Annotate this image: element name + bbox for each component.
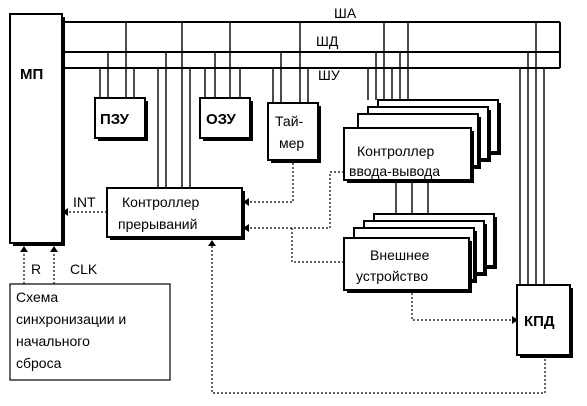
- ram-block: ОЗУ: [199, 22, 253, 141]
- int-signal: INT: [62, 194, 107, 216]
- sync-label-line2: синхронизации и: [16, 311, 126, 327]
- sync-label-line4: сброса: [16, 355, 62, 371]
- dma-block: КПД: [516, 22, 573, 358]
- timer-block: Тай- мер: [267, 22, 321, 163]
- control-bus-label: ШУ: [318, 67, 340, 83]
- sync-label-line3: начального: [16, 333, 90, 349]
- io-controller-label-line1: Контроллер: [357, 143, 434, 159]
- reset-signal: R: [20, 246, 41, 284]
- int-label: INT: [73, 194, 96, 210]
- io-controller-stack: Контроллер ввода-вывода: [343, 22, 501, 183]
- external-device-label-line2: устройство: [356, 268, 428, 284]
- io-controller-label-line2: ввода-вывода: [349, 163, 440, 179]
- external-device-label-line1: Внешнее: [370, 247, 430, 263]
- address-bus: ША: [62, 5, 560, 23]
- clock-label: CLK: [70, 261, 98, 277]
- dma-label: КПД: [524, 313, 555, 330]
- external-device-stack: Внешнее устройство: [343, 180, 497, 293]
- timer-label-line1: Тай-: [275, 113, 304, 129]
- interrupt-controller-label-line1: Контроллер: [122, 194, 199, 210]
- cpu-label: МП: [20, 66, 43, 83]
- address-bus-label: ША: [334, 5, 357, 21]
- sync-label-line1: Схема: [16, 289, 58, 305]
- rom-label: ПЗУ: [100, 111, 130, 128]
- clock-signal: CLK: [50, 246, 98, 284]
- cpu-block: [9, 13, 63, 244]
- sync-reset-block: Схема синхронизации и начального сброса: [9, 283, 171, 381]
- data-bus: ШД: [62, 33, 560, 53]
- rom-block: ПЗУ: [94, 22, 148, 141]
- ram-label: ОЗУ: [206, 111, 236, 128]
- interrupt-controller-label-line2: прерываний: [118, 216, 197, 232]
- timer-label-line2: мер: [279, 135, 304, 151]
- control-bus: ШУ: [62, 67, 560, 83]
- data-bus-label: ШД: [316, 33, 339, 49]
- reset-label: R: [31, 261, 41, 277]
